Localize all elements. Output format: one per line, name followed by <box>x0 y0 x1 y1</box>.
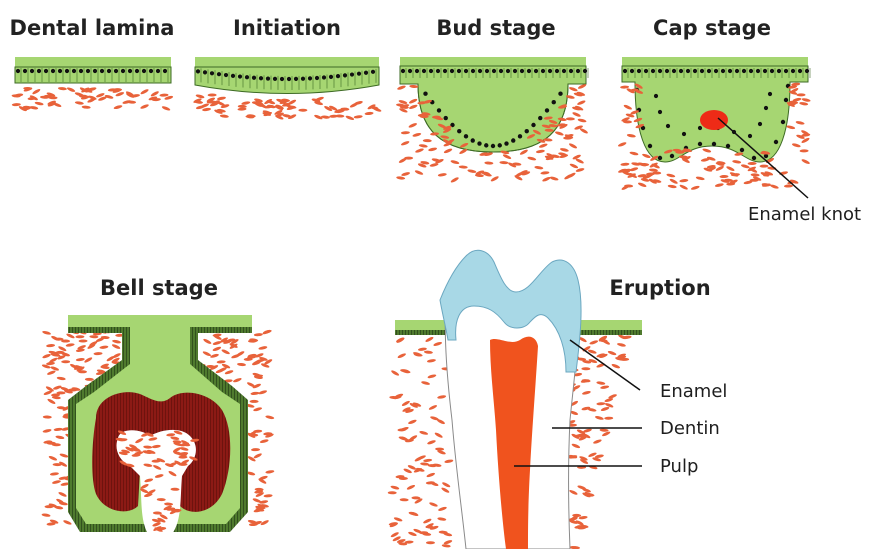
bell-stage-illustration <box>41 315 274 534</box>
label-enamel-knot: Enamel knot <box>748 204 861 225</box>
title-bell-stage: Bell stage <box>100 276 218 300</box>
title-bud-stage: Bud stage <box>436 16 555 40</box>
title-eruption: Eruption <box>609 276 710 300</box>
cap-stage-illustration <box>617 57 810 198</box>
enamel-leader <box>570 340 640 390</box>
label-pulp: Pulp <box>660 456 698 477</box>
label-dentin: Dentin <box>660 418 720 439</box>
enamel-knot-shape <box>700 110 728 130</box>
eruption-illustration <box>388 250 642 549</box>
title-cap-stage: Cap stage <box>653 16 771 40</box>
label-enamel: Enamel <box>660 381 727 402</box>
initiation-illustration <box>193 57 382 121</box>
dental-lamina-illustration <box>11 57 173 112</box>
title-dental-lamina: Dental lamina <box>10 16 175 40</box>
bud-stage-illustration <box>396 57 589 183</box>
title-initiation: Initiation <box>233 16 341 40</box>
